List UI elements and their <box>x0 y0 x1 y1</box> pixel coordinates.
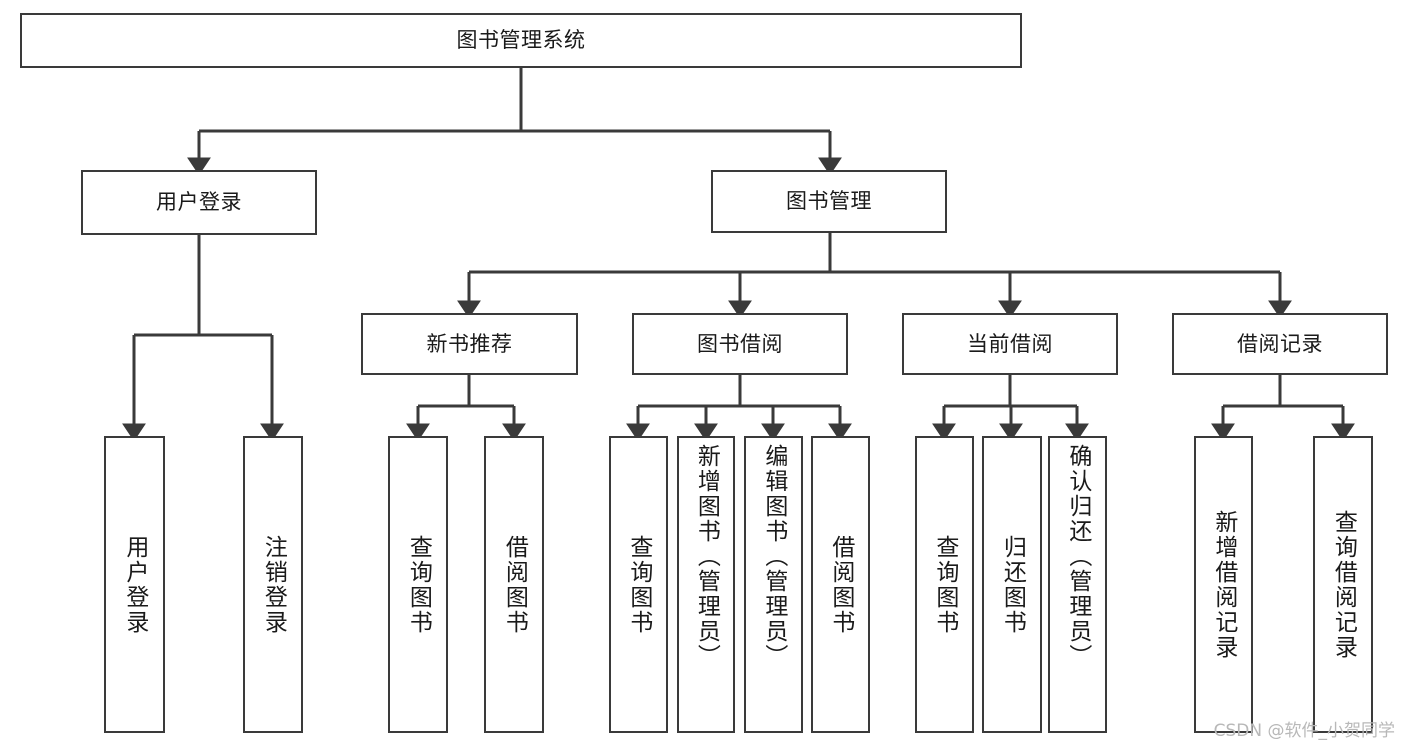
leaf-query-book-3-label: 查询图书 <box>931 534 958 635</box>
leaf-edit-book-label: 编辑图书（管理员） <box>760 444 787 669</box>
leaf-user-login-label: 用户登录 <box>121 534 148 635</box>
leaf-borrow-book-1[interactable]: 借阅图书 <box>484 436 544 733</box>
leaf-query-record-label: 查询借阅记录 <box>1330 509 1357 660</box>
leaf-borrow-book-1-label: 借阅图书 <box>501 534 528 635</box>
node-root-label: 图书管理系统 <box>456 28 586 53</box>
leaf-add-book-label: 新增图书（管理员） <box>693 444 720 669</box>
watermark-text: CSDN @软件_小贺同学 <box>1213 721 1395 741</box>
node-user-login-label: 用户登录 <box>156 190 242 215</box>
leaf-borrow-book-2[interactable]: 借阅图书 <box>811 436 870 733</box>
leaf-add-record-label: 新增借阅记录 <box>1210 509 1237 660</box>
leaf-logout-label: 注销登录 <box>260 534 287 635</box>
node-book-manage[interactable]: 图书管理 <box>711 170 947 233</box>
node-current-borrow-label: 当前借阅 <box>967 331 1053 356</box>
node-current-borrow[interactable]: 当前借阅 <box>902 313 1118 375</box>
leaf-query-book-2-label: 查询图书 <box>625 534 652 635</box>
leaf-user-login[interactable]: 用户登录 <box>104 436 165 733</box>
node-new-book-recommend[interactable]: 新书推荐 <box>361 313 578 375</box>
leaf-query-book-3[interactable]: 查询图书 <box>915 436 974 733</box>
leaf-add-book[interactable]: 新增图书（管理员） <box>677 436 735 733</box>
leaf-query-book-1[interactable]: 查询图书 <box>388 436 448 733</box>
leaf-add-record[interactable]: 新增借阅记录 <box>1194 436 1253 733</box>
leaf-logout[interactable]: 注销登录 <box>243 436 303 733</box>
node-book-borrow[interactable]: 图书借阅 <box>632 313 848 375</box>
node-root[interactable]: 图书管理系统 <box>20 13 1022 68</box>
node-borrow-record[interactable]: 借阅记录 <box>1172 313 1388 375</box>
node-borrow-record-label: 借阅记录 <box>1237 331 1323 356</box>
leaf-borrow-book-2-label: 借阅图书 <box>827 534 854 635</box>
leaf-return-book[interactable]: 归还图书 <box>982 436 1042 733</box>
node-user-login[interactable]: 用户登录 <box>81 170 317 235</box>
node-book-borrow-label: 图书借阅 <box>697 331 783 356</box>
leaf-query-record[interactable]: 查询借阅记录 <box>1313 436 1373 733</box>
leaf-edit-book[interactable]: 编辑图书（管理员） <box>744 436 803 733</box>
leaf-confirm-return-label: 确认归还（管理员） <box>1064 444 1091 669</box>
leaf-query-book-1-label: 查询图书 <box>405 534 432 635</box>
leaf-return-book-label: 归还图书 <box>999 534 1026 635</box>
leaf-query-book-2[interactable]: 查询图书 <box>609 436 668 733</box>
node-book-manage-label: 图书管理 <box>786 189 872 214</box>
leaf-confirm-return[interactable]: 确认归还（管理员） <box>1048 436 1107 733</box>
node-new-book-recommend-label: 新书推荐 <box>426 331 513 356</box>
